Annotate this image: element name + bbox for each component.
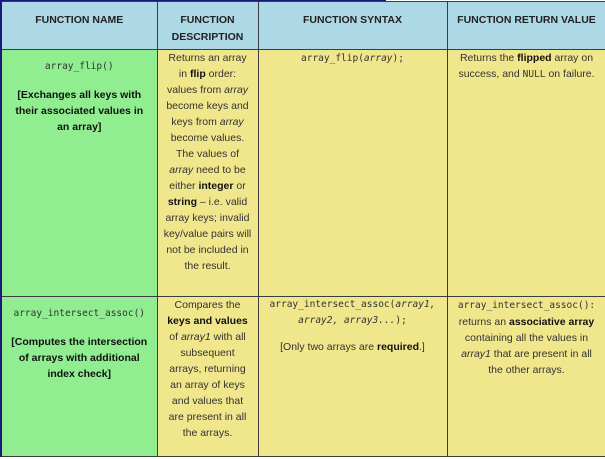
syntax-note: [Only two arrays are required.] xyxy=(265,339,441,355)
function-description-cell: Returns an array in flip order: values f… xyxy=(156,49,259,297)
return-italic: array1 xyxy=(461,348,491,360)
function-return-cell: array_intersect_assoc(): returns an asso… xyxy=(446,296,605,457)
function-name: array_intersect_assoc() xyxy=(13,308,146,319)
desc-text: become keys and keys from xyxy=(166,100,249,128)
desc-text: of xyxy=(169,331,181,343)
syntax-param: array1, array2, array3... xyxy=(298,299,436,326)
desc-bold: flip xyxy=(189,68,206,80)
desc-italic: array xyxy=(219,116,244,128)
desc-italic: array xyxy=(224,84,249,96)
note-text: [Only two arrays are xyxy=(280,341,377,353)
function-name: array_flip() xyxy=(44,61,114,72)
syntax-fn: array_flip( xyxy=(301,53,364,64)
header-function-name: FUNCTION NAME xyxy=(0,1,158,50)
desc-text: or xyxy=(233,180,246,192)
header-function-return-value: FUNCTION RETURN VALUE xyxy=(446,1,605,50)
desc-text: Returns an array in xyxy=(168,52,247,80)
function-summary: [Computes the intersection of arrays wit… xyxy=(11,336,148,380)
function-syntax-cell: array_intersect_assoc(array1, array2, ar… xyxy=(257,296,448,457)
desc-bold: string xyxy=(167,196,197,208)
note-bold: required xyxy=(377,341,420,353)
return-text: containing all the values in xyxy=(464,332,589,344)
return-text: returns an xyxy=(458,316,509,328)
function-name-cell: array_flip() [Exchanges all keys with th… xyxy=(0,49,158,297)
desc-text: with all subsequent arrays, returning an… xyxy=(168,331,247,439)
desc-bold: keys and values xyxy=(167,315,248,327)
desc-text: – i.e. valid array keys; invalid key/val… xyxy=(163,196,252,272)
desc-text: Compares the xyxy=(174,299,241,311)
return-text: on failure. xyxy=(545,68,595,80)
syntax-end: ); xyxy=(392,53,404,64)
header-row: FUNCTION NAME FUNCTION DESCRIPTION FUNCT… xyxy=(0,1,605,50)
return-bold: flipped xyxy=(517,52,552,64)
syntax-code: array_intersect_assoc(array1, array2, ar… xyxy=(265,297,441,329)
header-function-syntax: FUNCTION SYNTAX xyxy=(257,1,448,50)
syntax-code: array_flip(array); xyxy=(301,53,404,64)
table-row: array_flip() [Exchanges all keys with th… xyxy=(0,49,605,297)
desc-bold: integer xyxy=(198,180,234,192)
function-description-cell: Compares the keys and values of array1 w… xyxy=(156,296,259,457)
return-text: array on success, and xyxy=(458,52,594,80)
syntax-end: ); xyxy=(395,315,407,326)
syntax-param: array xyxy=(363,53,393,64)
return-bold: associative array xyxy=(508,316,595,328)
function-name-cell: array_intersect_assoc() [Computes the in… xyxy=(0,296,158,457)
table-row: array_intersect_assoc() [Computes the in… xyxy=(0,296,605,457)
desc-italic: array1 xyxy=(180,331,211,343)
header-function-description: FUNCTION DESCRIPTION xyxy=(156,1,259,50)
desc-italic: array xyxy=(169,164,194,176)
return-code: array_intersect_assoc(): xyxy=(457,300,596,311)
return-text: Returns the xyxy=(459,52,518,64)
desc-text: order: values from xyxy=(166,68,237,96)
desc-text: become values. The values of xyxy=(170,132,245,160)
return-text: that are present in all the other arrays… xyxy=(488,348,592,376)
desc-text: need to be either xyxy=(169,164,246,192)
function-syntax-cell: array_flip(array); xyxy=(257,49,448,297)
function-summary: [Exchanges all keys with their associate… xyxy=(15,89,144,133)
return-code: NULL xyxy=(522,69,546,80)
function-return-cell: Returns the flipped array on success, an… xyxy=(446,49,605,297)
note-text: .] xyxy=(419,341,425,353)
syntax-fn: array_intersect_assoc( xyxy=(269,299,396,310)
